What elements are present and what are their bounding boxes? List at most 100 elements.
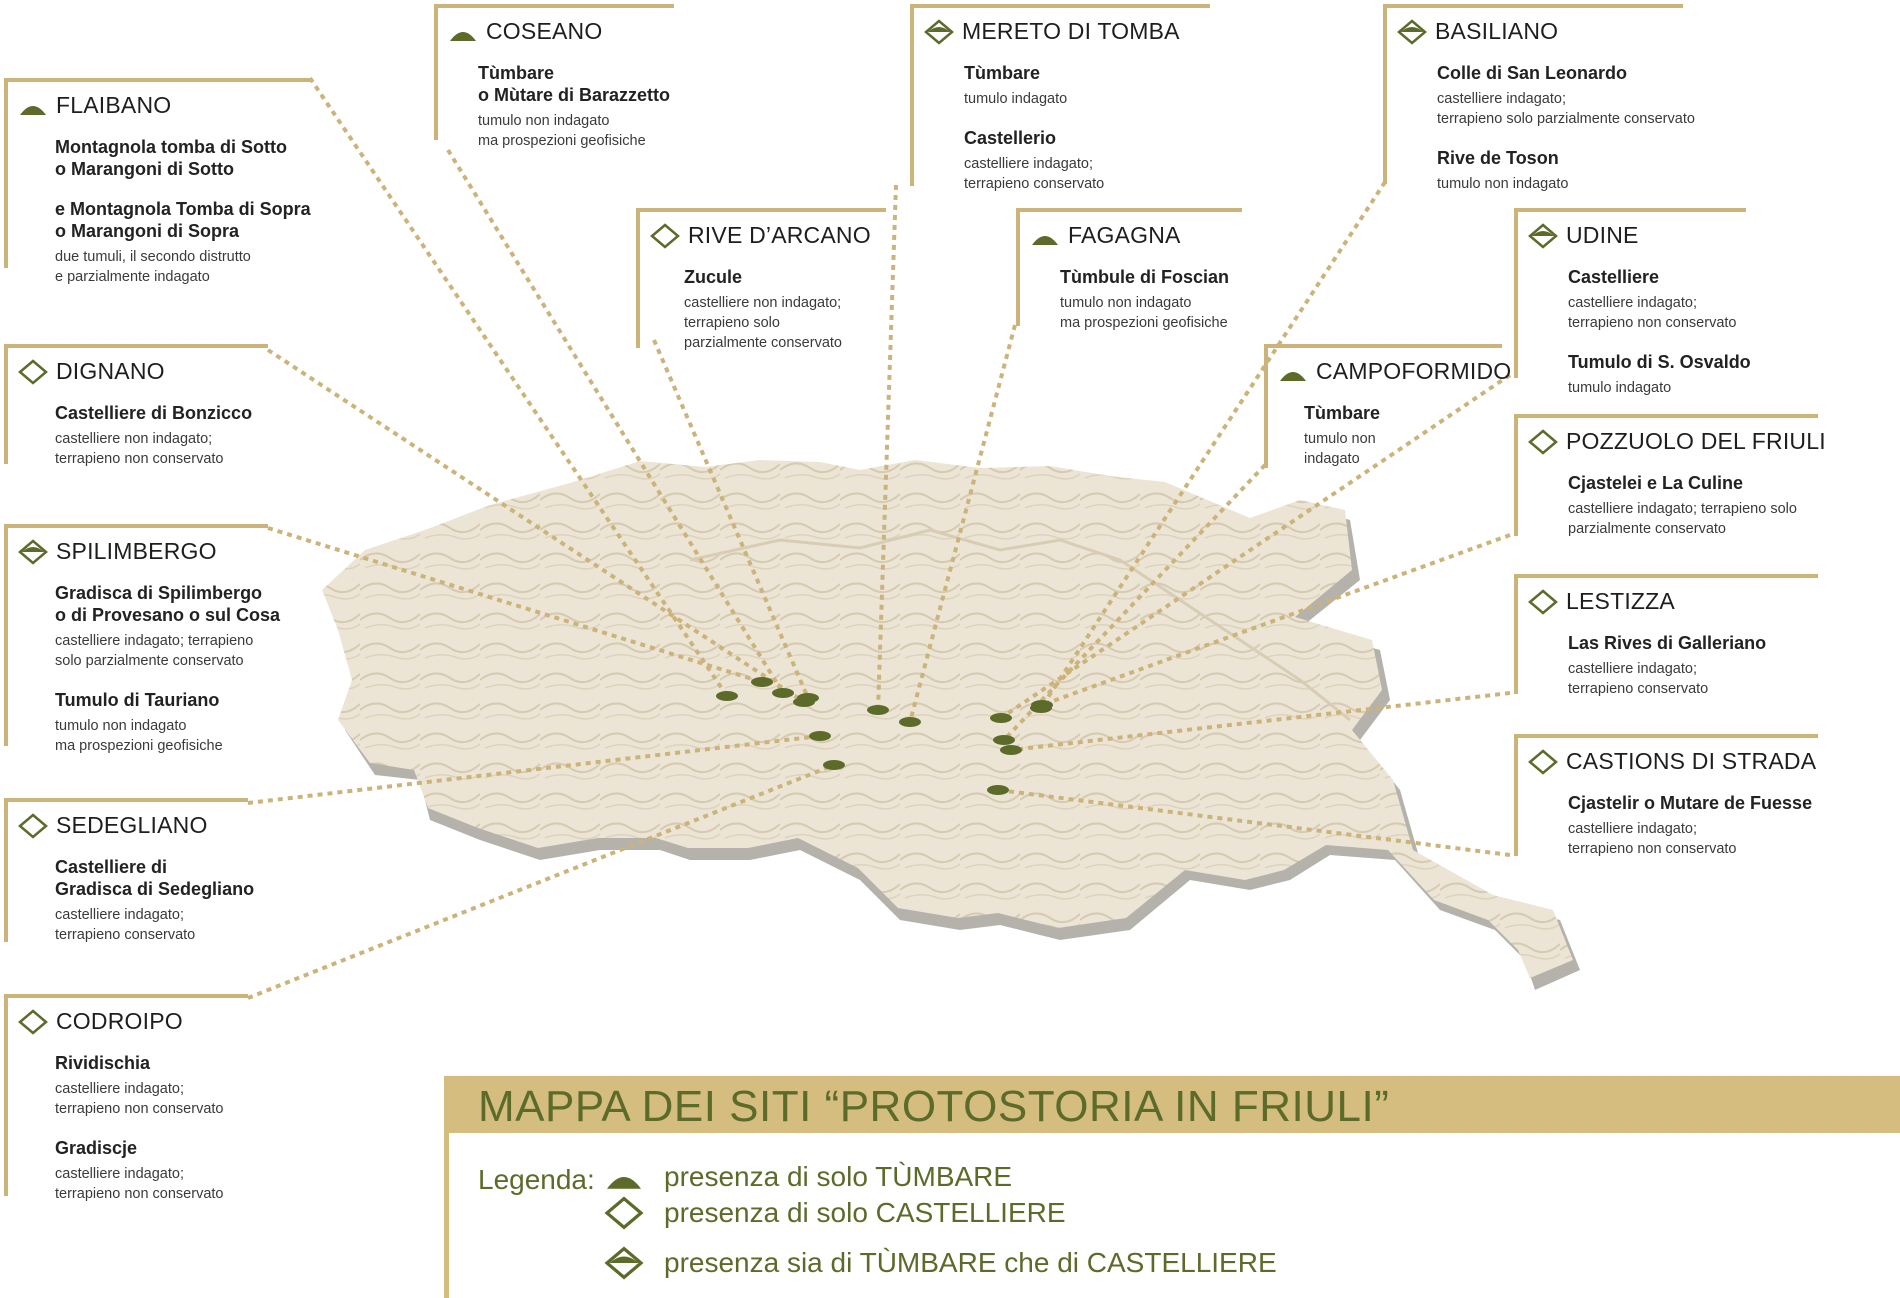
castelliere-icon — [18, 1008, 48, 1035]
site-name: Gradisca di Spilimbergo o di Provesano o… — [55, 583, 281, 625]
castelliere-icon — [1528, 428, 1558, 455]
site-marker-fagagna[interactable] — [899, 717, 921, 727]
legend-text: presenza di solo CASTELLIERE — [664, 1197, 1066, 1228]
site-marker-castions[interactable] — [987, 785, 1009, 795]
site-description: tumulo non indagato — [1304, 431, 1376, 467]
site-name: Tumulo di Tauriano — [55, 690, 220, 710]
site-description: castelliere non indagato; terrapieno sol… — [684, 295, 842, 351]
site-description: tumulo indagato — [964, 91, 1068, 107]
site-description: castelliere indagato; terrapieno solo pa… — [1437, 91, 1695, 127]
site-marker-dignano[interactable] — [793, 697, 815, 707]
legend-item-both: presenza sia di TÙMBARE che di CASTELLIE… — [604, 1246, 1277, 1280]
place-name-mereto: MERETO DI TOMBA — [962, 18, 1180, 44]
title-rule — [444, 1133, 449, 1298]
panel-castions: CASTIONS DI STRADA Cjastelir o Mutare de… — [1514, 734, 1818, 857]
castelliere-icon — [650, 222, 680, 249]
site-marker-udine[interactable] — [990, 713, 1012, 723]
site-name: Cjastelir o Mutare de Fuesse — [1568, 793, 1813, 813]
panel-spilimbergo: SPILIMBERGO Gradisca di Spilimbergo o di… — [4, 524, 280, 754]
panel-coseano: COSEANO Tùmbare o Mùtare di Barazzetto tu… — [434, 4, 674, 149]
castelliere-icon — [18, 812, 48, 839]
place-name-fagagna: FAGAGNA — [1068, 222, 1181, 248]
castelliere-icon — [18, 358, 48, 385]
panel-flaibano: FLAIBANO Montagnola tomba di Sotto o Mar… — [4, 78, 311, 285]
site-name: Zucule — [684, 267, 743, 287]
site-marker-campoformido[interactable] — [993, 735, 1015, 745]
site-name: Tùmbule di Foscian — [1060, 267, 1230, 287]
site-description: castelliere indagato; terrapieno non con… — [55, 1166, 224, 1202]
site-marker-codroipo[interactable] — [823, 760, 845, 770]
site-marker-pozzuolo[interactable] — [1031, 700, 1053, 710]
place-name-coseano: COSEANO — [486, 18, 603, 44]
site-name: Colle di San Leonardo — [1437, 63, 1628, 83]
castelliere-icon — [1528, 588, 1558, 615]
title-legend-box: MAPPA DEI SITI “PROTOSTORIA IN FRIULI” L… — [444, 1076, 1900, 1298]
site-description: castelliere indagato; terrapieno non con… — [1568, 295, 1737, 331]
site-description: castelliere non indagato; terrapieno non… — [55, 431, 224, 467]
site-name: Montagnola tomba di Sotto o Marangoni di… — [55, 137, 287, 179]
both-icon — [604, 1246, 644, 1280]
panel-pozzuolo: POZZUOLO DEL FRIULI Cjastelei e La Culin… — [1514, 414, 1826, 537]
site-marker-sedegliano[interactable] — [809, 731, 831, 741]
both-icon — [1528, 222, 1558, 249]
site-description: due tumuli, il secondo distrutto e parzi… — [55, 249, 251, 285]
leader-lines — [247, 76, 1512, 1000]
castelliere-icon — [1528, 748, 1558, 775]
castelliere-icon — [604, 1196, 644, 1230]
site-name: Tùmbare — [1304, 403, 1381, 423]
site-marker-coseano[interactable] — [772, 688, 794, 698]
place-name-spilimbergo: SPILIMBERGO — [56, 538, 217, 564]
site-name: Cjastelei e La Culine — [1568, 473, 1744, 493]
site-name: Tùmbare o Mùtare di Barazzetto — [478, 63, 671, 105]
tumulus-icon — [604, 1160, 644, 1194]
tumulus-icon — [448, 19, 478, 45]
site-description: castelliere indagato; terrapieno solo pa… — [55, 633, 254, 669]
site-description: tumulo non indagato — [1437, 176, 1569, 192]
tumulus-icon — [1030, 223, 1060, 249]
legend-item-tumulus: presenza di solo TÙMBARE — [604, 1160, 1012, 1194]
site-name: Castelliere di Bonzicco — [55, 403, 253, 423]
site-description: castelliere indagato; terrapieno non con… — [55, 1081, 224, 1117]
site-description: castelliere indagato; terrapieno conserv… — [1568, 661, 1709, 697]
tumulus-icon — [18, 93, 48, 119]
site-name: Gradiscje — [55, 1138, 138, 1158]
site-markers — [716, 677, 1053, 795]
map-landmass — [322, 460, 1580, 990]
legend-label: Legenda: — [478, 1164, 595, 1195]
panel-sedegliano: SEDEGLIANO Castelliere di Gradisca di Se… — [4, 798, 254, 943]
legend-item-castelliere: presenza di solo CASTELLIERE — [604, 1196, 1066, 1230]
place-name-pozzuolo: POZZUOLO DEL FRIULI — [1566, 428, 1826, 454]
site-name: Tumulo di S. Osvaldo — [1568, 352, 1751, 372]
site-description: castelliere indagato; terrapieno conserv… — [964, 156, 1105, 192]
site-description: tumulo non indagato ma prospezioni geofi… — [478, 113, 646, 149]
place-name-campoformido: CAMPOFORMIDO — [1316, 358, 1512, 384]
site-description: tumulo non indagato ma prospezioni geofi… — [55, 718, 223, 754]
site-description: castelliere indagato; terrapieno non con… — [1568, 821, 1737, 857]
both-icon — [18, 538, 48, 565]
panel-dignano: DIGNANO Castelliere di Bonzicco castellie… — [4, 344, 268, 467]
site-name: e Montagnola Tomba di Sopra o Marangoni … — [55, 199, 311, 241]
place-name-udine: UDINE — [1566, 222, 1639, 248]
site-description: castelliere indagato; terrapieno conserv… — [55, 907, 196, 943]
site-marker-mereto[interactable] — [867, 705, 889, 715]
site-name: Las Rives di Galleriano — [1568, 633, 1767, 653]
both-icon — [1397, 18, 1427, 45]
site-name: Castelliere di Gradisca di Sedegliano — [55, 857, 255, 899]
site-marker-lestizza[interactable] — [1000, 745, 1022, 755]
site-name: Castelliere — [1568, 267, 1660, 287]
site-marker-spilimbergo[interactable] — [751, 677, 773, 687]
tumulus-icon — [1278, 359, 1308, 385]
place-name-castions: CASTIONS DI STRADA — [1566, 748, 1817, 774]
place-name-dignano: DIGNANO — [56, 358, 165, 384]
place-name-flaibano: FLAIBANO — [56, 92, 172, 118]
panel-udine: UDINE Castelliere castelliere indagato; t… — [1514, 208, 1751, 396]
legend-text: presenza di solo TÙMBARE — [664, 1161, 1013, 1192]
site-marker-flaibano[interactable] — [716, 691, 738, 701]
